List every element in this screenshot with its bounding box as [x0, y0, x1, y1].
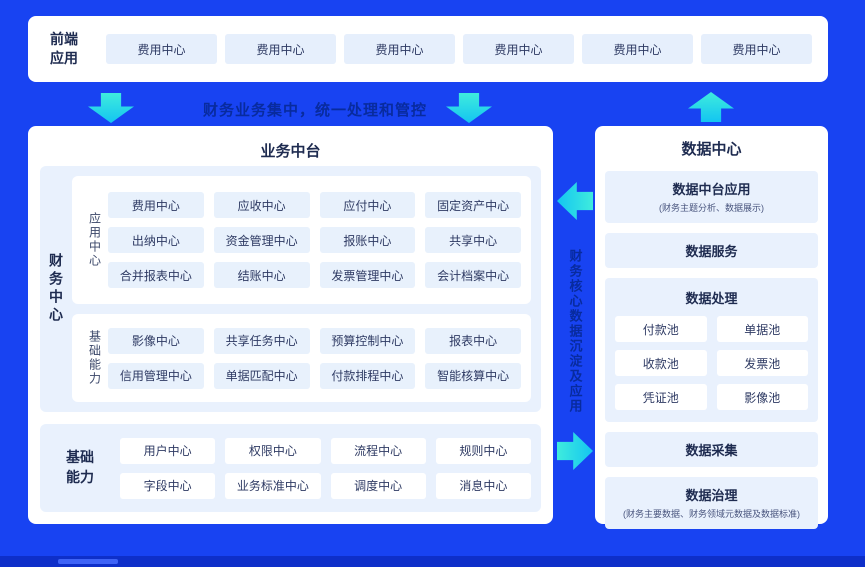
center-chip: 合并报表中心: [108, 262, 204, 288]
finance-center-groups: 应用中心 费用中心 应收中心 应付中心 固定资产中心 出纳中心 资金管理中心 报…: [72, 166, 541, 412]
center-chip: 字段中心: [120, 472, 216, 499]
center-chip: 调度中心: [330, 472, 426, 499]
block-title: 数据处理: [685, 291, 738, 306]
center-chip: 信用管理中心: [108, 362, 204, 389]
business-platform-title: 业务中台: [260, 143, 321, 160]
center-chip: 结账中心: [213, 262, 310, 288]
application-center-grid: 费用中心 应收中心 应付中心 固定资产中心 出纳中心 资金管理中心 报账中心 共…: [108, 184, 521, 296]
center-chip: 业务标准中心: [225, 472, 321, 499]
flow-down-arrow-icon: [446, 93, 492, 123]
data-flow-vertical-caption: 财务核心数据沉淀及应用: [567, 248, 583, 414]
data-pool-chip: 单据池: [716, 316, 808, 342]
data-platform-app-block: 数据中台应用 (财务主题分析、数据展示): [605, 171, 818, 223]
block-title: 数据治理: [685, 488, 738, 503]
business-platform-panel: 业务中台 财务中心 应用中心 费用中心 应收中心 应付中心 固定资产中心 出纳中…: [28, 126, 553, 524]
frontend-app-chip: 费用中心: [225, 34, 336, 64]
basic-capability-grid: 影像中心 共享任务中心 预算控制中心 报表中心 信用管理中心 单据匹配中心 付款…: [108, 322, 521, 394]
center-chip: 报账中心: [319, 227, 416, 253]
base-capability-label-line1: 基础: [66, 449, 94, 466]
block-subtitle: (财务主要数据、财务领域元数据及数据标准): [623, 509, 800, 519]
frontend-apps-label-line1: 前端: [50, 31, 78, 48]
base-capability-label: 基础 能力: [40, 448, 120, 487]
base-capability-section: 基础 能力 用户中心 权限中心 流程中心 规则中心 字段中心 业务标准中心 调度…: [40, 424, 541, 512]
data-pool-grid: 付款池 单据池 收款池 发票池 凭证池 影像池: [615, 316, 808, 410]
block-subtitle: (财务主题分析、数据展示): [659, 203, 764, 213]
data-pool-chip: 付款池: [615, 316, 707, 342]
center-chip: 资金管理中心: [213, 227, 310, 253]
data-governance-block: 数据治理 (财务主要数据、财务领域元数据及数据标准): [605, 477, 818, 529]
data-center-panel: 数据中心 数据中台应用 (财务主题分析、数据展示) 数据服务 数据处理 付款池 …: [595, 126, 828, 529]
data-center-title: 数据中心: [681, 141, 742, 158]
data-pool-chip: 发票池: [716, 350, 808, 376]
finance-center-section: 财务中心 应用中心 费用中心 应收中心 应付中心 固定资产中心 出纳中心 资金管…: [40, 166, 541, 412]
center-chip: 固定资产中心: [425, 192, 521, 218]
data-pool-chip: 凭证池: [615, 384, 707, 410]
base-capability-label-line2: 能力: [66, 469, 94, 485]
base-capability-grid: 用户中心 权限中心 流程中心 规则中心 字段中心 业务标准中心 调度中心 消息中…: [120, 437, 531, 499]
frontend-apps-label: 前端 应用: [50, 30, 96, 68]
block-title: 数据服务: [685, 244, 738, 259]
data-pool-chip: 收款池: [615, 350, 707, 376]
frontend-apps-list: 费用中心 费用中心 费用中心 费用中心 费用中心 费用中心: [106, 34, 812, 64]
flow-caption: 财务业务集中，统一处理和管控: [203, 102, 428, 119]
basic-capability-group: 基础能力 影像中心 共享任务中心 预算控制中心 报表中心 信用管理中心 单据匹配…: [72, 314, 531, 402]
center-chip: 费用中心: [108, 192, 204, 218]
center-chip: 规则中心: [435, 437, 531, 464]
data-flow-left-arrow-icon: [557, 182, 593, 220]
bottom-edge-item: [58, 559, 118, 564]
data-processing-block: 数据处理 付款池 单据池 收款池 发票池 凭证池 影像池: [605, 278, 818, 422]
data-pool-chip: 影像池: [716, 384, 808, 410]
frontend-app-chip: 费用中心: [463, 34, 574, 64]
center-chip: 付款排程中心: [319, 362, 416, 389]
frontend-apps-bar: 前端 应用 费用中心 费用中心 费用中心 费用中心 费用中心 费用中心: [28, 16, 828, 82]
center-chip: 报表中心: [425, 327, 521, 354]
center-chip: 单据匹配中心: [213, 362, 310, 389]
data-service-block: 数据服务: [605, 233, 818, 268]
application-center-group: 应用中心 费用中心 应收中心 应付中心 固定资产中心 出纳中心 资金管理中心 报…: [72, 176, 531, 304]
center-chip: 出纳中心: [108, 227, 204, 253]
center-chip: 用户中心: [120, 437, 216, 464]
application-center-label: 应用中心: [87, 212, 102, 268]
center-chip: 流程中心: [330, 437, 426, 464]
center-chip: 预算控制中心: [319, 327, 416, 354]
frontend-app-chip: 费用中心: [701, 34, 812, 64]
center-chip: 共享中心: [425, 227, 521, 253]
frontend-apps-label-line2: 应用: [50, 50, 78, 66]
center-chip: 应收中心: [213, 192, 310, 218]
center-chip: 权限中心: [225, 437, 321, 464]
center-chip: 应付中心: [319, 192, 416, 218]
data-flow-right-arrow-icon: [557, 432, 593, 470]
center-chip: 智能核算中心: [425, 362, 521, 389]
data-collection-block: 数据采集: [605, 432, 818, 467]
flow-up-arrow-icon: [688, 92, 734, 122]
center-chip: 会计档案中心: [425, 262, 521, 288]
block-title: 数据采集: [685, 443, 738, 458]
frontend-app-chip: 费用中心: [582, 34, 693, 64]
block-title: 数据中台应用: [672, 182, 751, 197]
center-chip: 消息中心: [435, 472, 531, 499]
center-chip: 共享任务中心: [213, 327, 310, 354]
center-chip: 发票管理中心: [319, 262, 416, 288]
bottom-edge-strip: [0, 556, 865, 567]
flow-down-arrow-icon: [88, 93, 134, 123]
frontend-app-chip: 费用中心: [344, 34, 455, 64]
basic-capability-label: 基础能力: [87, 330, 102, 386]
center-chip: 影像中心: [108, 327, 204, 354]
frontend-app-chip: 费用中心: [106, 34, 217, 64]
finance-center-label: 财务中心: [48, 253, 64, 325]
